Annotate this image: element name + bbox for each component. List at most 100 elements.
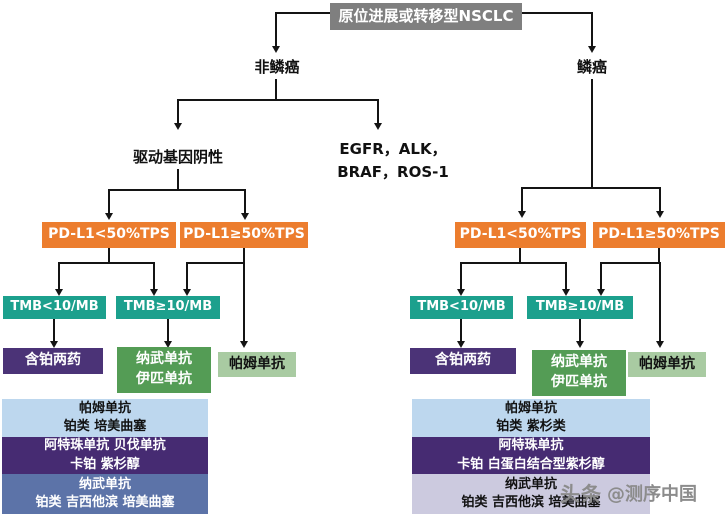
connector-line: [244, 189, 246, 214]
arrowhead: [105, 213, 113, 220]
right-regimen-1: 帕姆单抗 铂类 紫杉类: [412, 399, 650, 437]
right-tmb-low-node: TMB<10/MB: [410, 296, 513, 319]
arrowhead: [241, 213, 249, 220]
connector-line: [600, 262, 660, 264]
right-nivo-ipi-node: 纳武单抗 伊匹单抗: [532, 350, 626, 396]
connector-line: [167, 319, 169, 341]
right-regimen-2: 阿特珠单抗 卡铂 白蛋白结合型紫杉醇: [412, 437, 650, 474]
left-regimen-1-line1: 帕姆单抗: [78, 400, 131, 416]
right-pdl1-high-node: PD-L1≥50%TPS: [593, 222, 725, 248]
driver-negative-label: 驱动基因阴性: [132, 148, 223, 166]
connector-line: [460, 262, 567, 264]
connector-line: [108, 189, 246, 191]
right-regimen-2-line2: 卡铂 白蛋白结合型紫杉醇: [457, 456, 605, 472]
right-pdl1-low-node: PD-L1<50%TPS: [455, 222, 586, 248]
left-regimen-3-line2: 铂类 吉西他滨 培美曲塞: [35, 495, 175, 510]
connector-line: [58, 262, 155, 264]
connector-line: [153, 262, 155, 289]
right-regimen-1-line1: 帕姆单抗: [504, 400, 557, 416]
arrowhead: [174, 123, 182, 130]
connector-line: [177, 99, 179, 124]
connector-line: [460, 319, 462, 341]
arrowhead: [55, 289, 63, 296]
connector-line: [243, 248, 245, 263]
connector-line: [275, 12, 277, 46]
right-ipi-line: 伊匹单抗: [551, 374, 607, 390]
arrowhead: [150, 289, 158, 296]
left-regimen-2: 阿特珠单抗 贝伐单抗 卡铂 紫杉醇: [2, 437, 208, 474]
arrowhead: [457, 341, 465, 348]
connector-line: [377, 99, 379, 124]
arrowhead: [183, 289, 191, 296]
connector-line: [591, 79, 593, 188]
left-pembrolizumab-node: 帕姆单抗: [218, 352, 296, 377]
left-regimen-2-line1: 阿特珠单抗 贝伐单抗: [44, 438, 166, 454]
right-regimen-3-line2: 铂类 吉西他滨 培美曲塞: [461, 495, 601, 510]
right-regimen-3: 纳武单抗 铂类 吉西他滨 培美曲塞: [412, 474, 650, 514]
connector-line: [659, 187, 661, 212]
connector-line: [519, 248, 521, 263]
connector-line: [177, 99, 379, 101]
connector-line: [243, 262, 245, 341]
arrowhead: [656, 341, 664, 348]
left-nivo-ipi-node: 纳武单抗 伊匹单抗: [117, 347, 211, 393]
left-regimen-1: 帕姆单抗 铂类 培美曲塞: [2, 399, 208, 437]
connector-line: [186, 262, 188, 289]
arrowhead: [272, 46, 280, 53]
left-platinum-doublet-node: 含铂两药: [3, 348, 103, 374]
squamous-label: 鳞癌: [576, 58, 607, 76]
arrowhead: [588, 46, 596, 53]
connector-line: [521, 187, 523, 212]
connector-line: [579, 319, 581, 341]
arrowhead: [50, 341, 58, 348]
arrowhead: [240, 341, 248, 348]
arrowhead: [518, 211, 526, 218]
connector-line: [177, 169, 179, 190]
connector-line: [591, 12, 593, 46]
connector-line: [565, 262, 567, 289]
connector-line: [522, 12, 593, 14]
right-pembrolizumab-node: 帕姆单抗: [628, 352, 706, 377]
connector-line: [186, 262, 245, 264]
left-regimen-2-line2: 卡铂 紫杉醇: [70, 456, 140, 472]
right-nivo-line: 纳武单抗: [551, 354, 607, 371]
left-regimen-1-line2: 铂类 培美曲塞: [63, 419, 147, 434]
arrowhead: [457, 289, 465, 296]
arrowhead: [597, 289, 605, 296]
left-tmb-high-node: TMB≥10/MB: [116, 296, 220, 319]
right-regimen-3-line1: 纳武单抗: [504, 476, 557, 492]
right-regimen-1-line2: 铂类 紫杉类: [496, 419, 566, 434]
connector-line: [600, 262, 602, 289]
arrowhead: [164, 341, 172, 348]
connector-line: [521, 187, 661, 189]
left-nivo-line: 纳武单抗: [136, 351, 192, 368]
arrowhead: [562, 289, 570, 296]
left-regimen-3-line1: 纳武单抗: [78, 476, 131, 492]
right-regimen-2-line1: 阿特珠单抗: [498, 438, 564, 454]
watermark-logo: 头条: [560, 482, 602, 506]
left-regimen-3: 纳武单抗 铂类 吉西他滨 培美曲塞: [2, 474, 208, 514]
connector-line: [53, 319, 55, 341]
connector-line: [659, 262, 661, 341]
left-pdl1-high-node: PD-L1≥50%TPS: [180, 222, 308, 248]
connector-line: [276, 12, 330, 14]
watermark-handle: @测序中国: [607, 483, 697, 505]
connector-line: [460, 262, 462, 289]
driver-positive-label: EGFR，ALK， BRAF，ROS-1: [328, 138, 458, 183]
right-tmb-high-node: TMB≥10/MB: [527, 296, 633, 319]
connector-line: [658, 248, 660, 263]
left-ipi-line: 伊匹单抗: [136, 371, 192, 387]
arrowhead: [374, 123, 382, 130]
right-platinum-doublet-node: 含铂两药: [410, 348, 516, 374]
left-tmb-low-node: TMB<10/MB: [3, 296, 106, 319]
left-pdl1-low-node: PD-L1<50%TPS: [42, 222, 176, 248]
connector-line: [58, 262, 60, 289]
driver-positive-line2: BRAF，ROS-1: [337, 162, 449, 181]
connector-line: [108, 248, 110, 263]
arrowhead: [656, 211, 664, 218]
watermark: 头条 @测序中国: [560, 478, 697, 507]
root-node: 原位进展或转移型NSCLC: [330, 3, 522, 30]
nonsquamous-label: 非鳞癌: [254, 58, 300, 76]
arrowhead: [576, 341, 584, 348]
